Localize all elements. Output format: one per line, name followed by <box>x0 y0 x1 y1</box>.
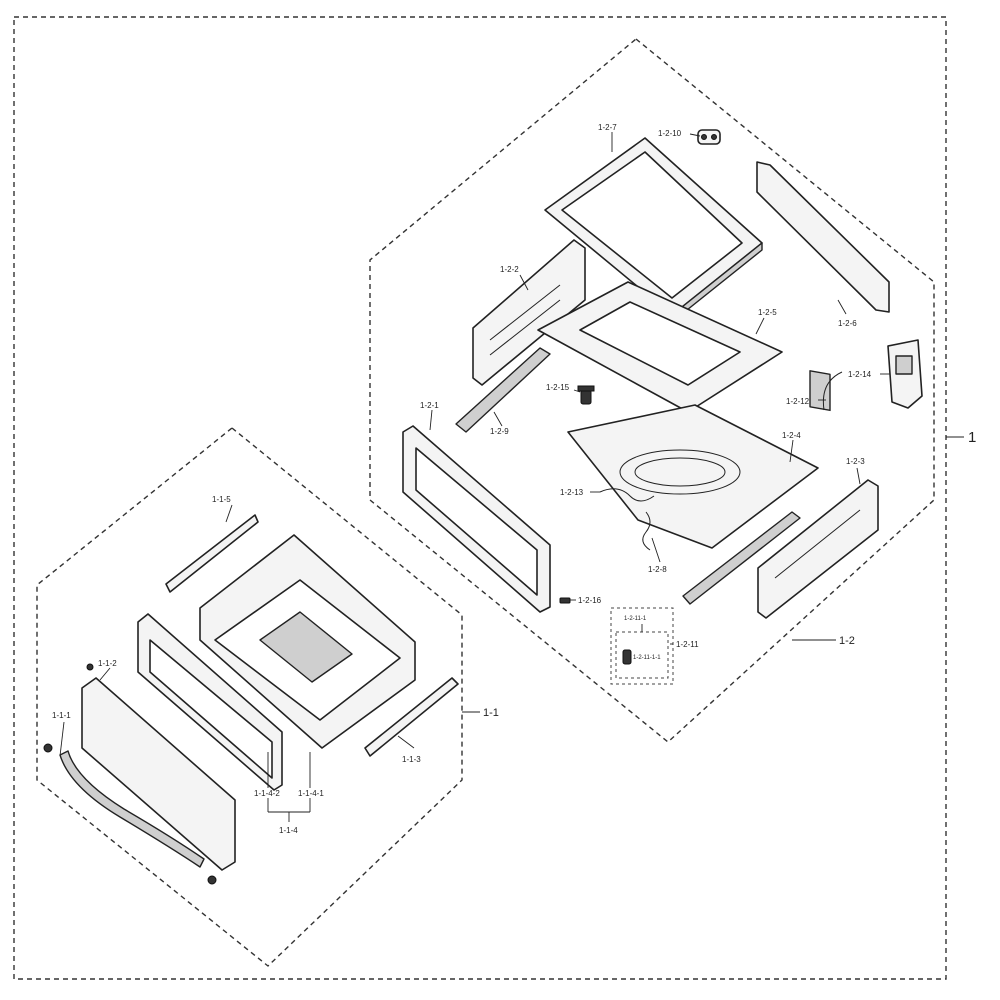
label-1-2-11-1: 1-2-11-1 <box>624 616 647 622</box>
label-1-1-2: 1-1-2 <box>98 659 117 668</box>
label-1-2-11: 1-2-11 <box>676 640 699 649</box>
label-1-2: 1-2 <box>839 635 855 647</box>
part-1-1-5-strip <box>165 514 259 593</box>
part-1-2-1-front-frame <box>402 425 551 613</box>
label-1-2-2: 1-2-2 <box>500 265 519 274</box>
subgroup-1-2-11-boundary <box>610 607 674 685</box>
label-1-2-14: 1-2-14 <box>848 370 872 379</box>
callout-labels: 1 1-1 1-2 1-1-1 1-1-2 1-1-3 1-1-4 1-1-4-… <box>52 123 976 835</box>
label-1-2-15: 1-2-15 <box>546 383 570 392</box>
assembly-1-boundary <box>13 16 947 980</box>
part-1-2-4-bottom-tray <box>567 404 819 549</box>
part-1-1-3-slide-rail <box>364 677 459 757</box>
label-1-1-5: 1-1-5 <box>212 495 231 504</box>
part-1-1-2-front-panel <box>81 677 236 871</box>
label-1-2-10: 1-2-10 <box>658 129 682 138</box>
label-1-1-4-2: 1-1-4-2 <box>254 789 280 798</box>
part-1-1-1-handle <box>59 750 205 868</box>
part-drawer-body <box>199 534 416 749</box>
label-1-1-3: 1-1-3 <box>402 755 421 764</box>
label-1-2-5: 1-2-5 <box>758 308 777 317</box>
part-1-2-2-left-side-panel <box>472 239 586 386</box>
label-1-1-1: 1-1-1 <box>52 711 71 720</box>
label-1-2-11-1-1: 1-2-11-1-1 <box>633 655 661 661</box>
part-1-2-10-clip <box>697 129 721 145</box>
part-1-2-13-wire <box>599 488 655 502</box>
part-1-2-15-screw <box>577 385 595 405</box>
part-1-2-9-left-rail <box>455 347 551 433</box>
label-1-2-7: 1-2-7 <box>598 123 617 132</box>
label-1-2-3: 1-2-3 <box>846 457 865 466</box>
part-1-1-4-door-frame <box>137 613 283 791</box>
label-1-2-16: 1-2-16 <box>578 596 602 605</box>
part-knob-bottom <box>207 875 217 885</box>
part-1-2-6-rear-panel <box>756 161 890 412</box>
label-1-2-8: 1-2-8 <box>648 565 667 574</box>
label-1-1: 1-1 <box>483 707 499 719</box>
label-1-1-4-1: 1-1-4-1 <box>298 789 324 798</box>
label-1-2-9: 1-2-9 <box>490 427 509 436</box>
label-1: 1 <box>968 429 976 446</box>
label-1-2-4: 1-2-4 <box>782 431 801 440</box>
part-1-2-14-bracket <box>887 339 923 409</box>
part-1-2-16-screw <box>559 597 571 604</box>
label-1-2-1: 1-2-1 <box>420 401 439 410</box>
label-1-2-13: 1-2-13 <box>560 488 584 497</box>
part-1-2-7-top-frame <box>544 137 763 323</box>
label-1-2-12: 1-2-12 <box>786 397 810 406</box>
part-pin-top <box>86 663 94 671</box>
part-1-2-3-right-side-panel <box>757 479 879 619</box>
part-1-2-11-1-1-screw <box>622 649 632 665</box>
part-1-2-12-cable <box>822 371 843 411</box>
label-1-1-4: 1-1-4 <box>279 826 298 835</box>
subassembly-1-2-boundary <box>369 38 935 743</box>
subassembly-1-1-boundary <box>36 427 463 967</box>
leader-lines <box>59 132 964 822</box>
part-knob-left <box>43 743 53 753</box>
part-1-2-8-sensor <box>642 511 651 551</box>
part-right-rail <box>682 511 801 605</box>
label-1-2-6: 1-2-6 <box>838 319 857 328</box>
part-1-2-5-glass-panel <box>537 281 783 413</box>
